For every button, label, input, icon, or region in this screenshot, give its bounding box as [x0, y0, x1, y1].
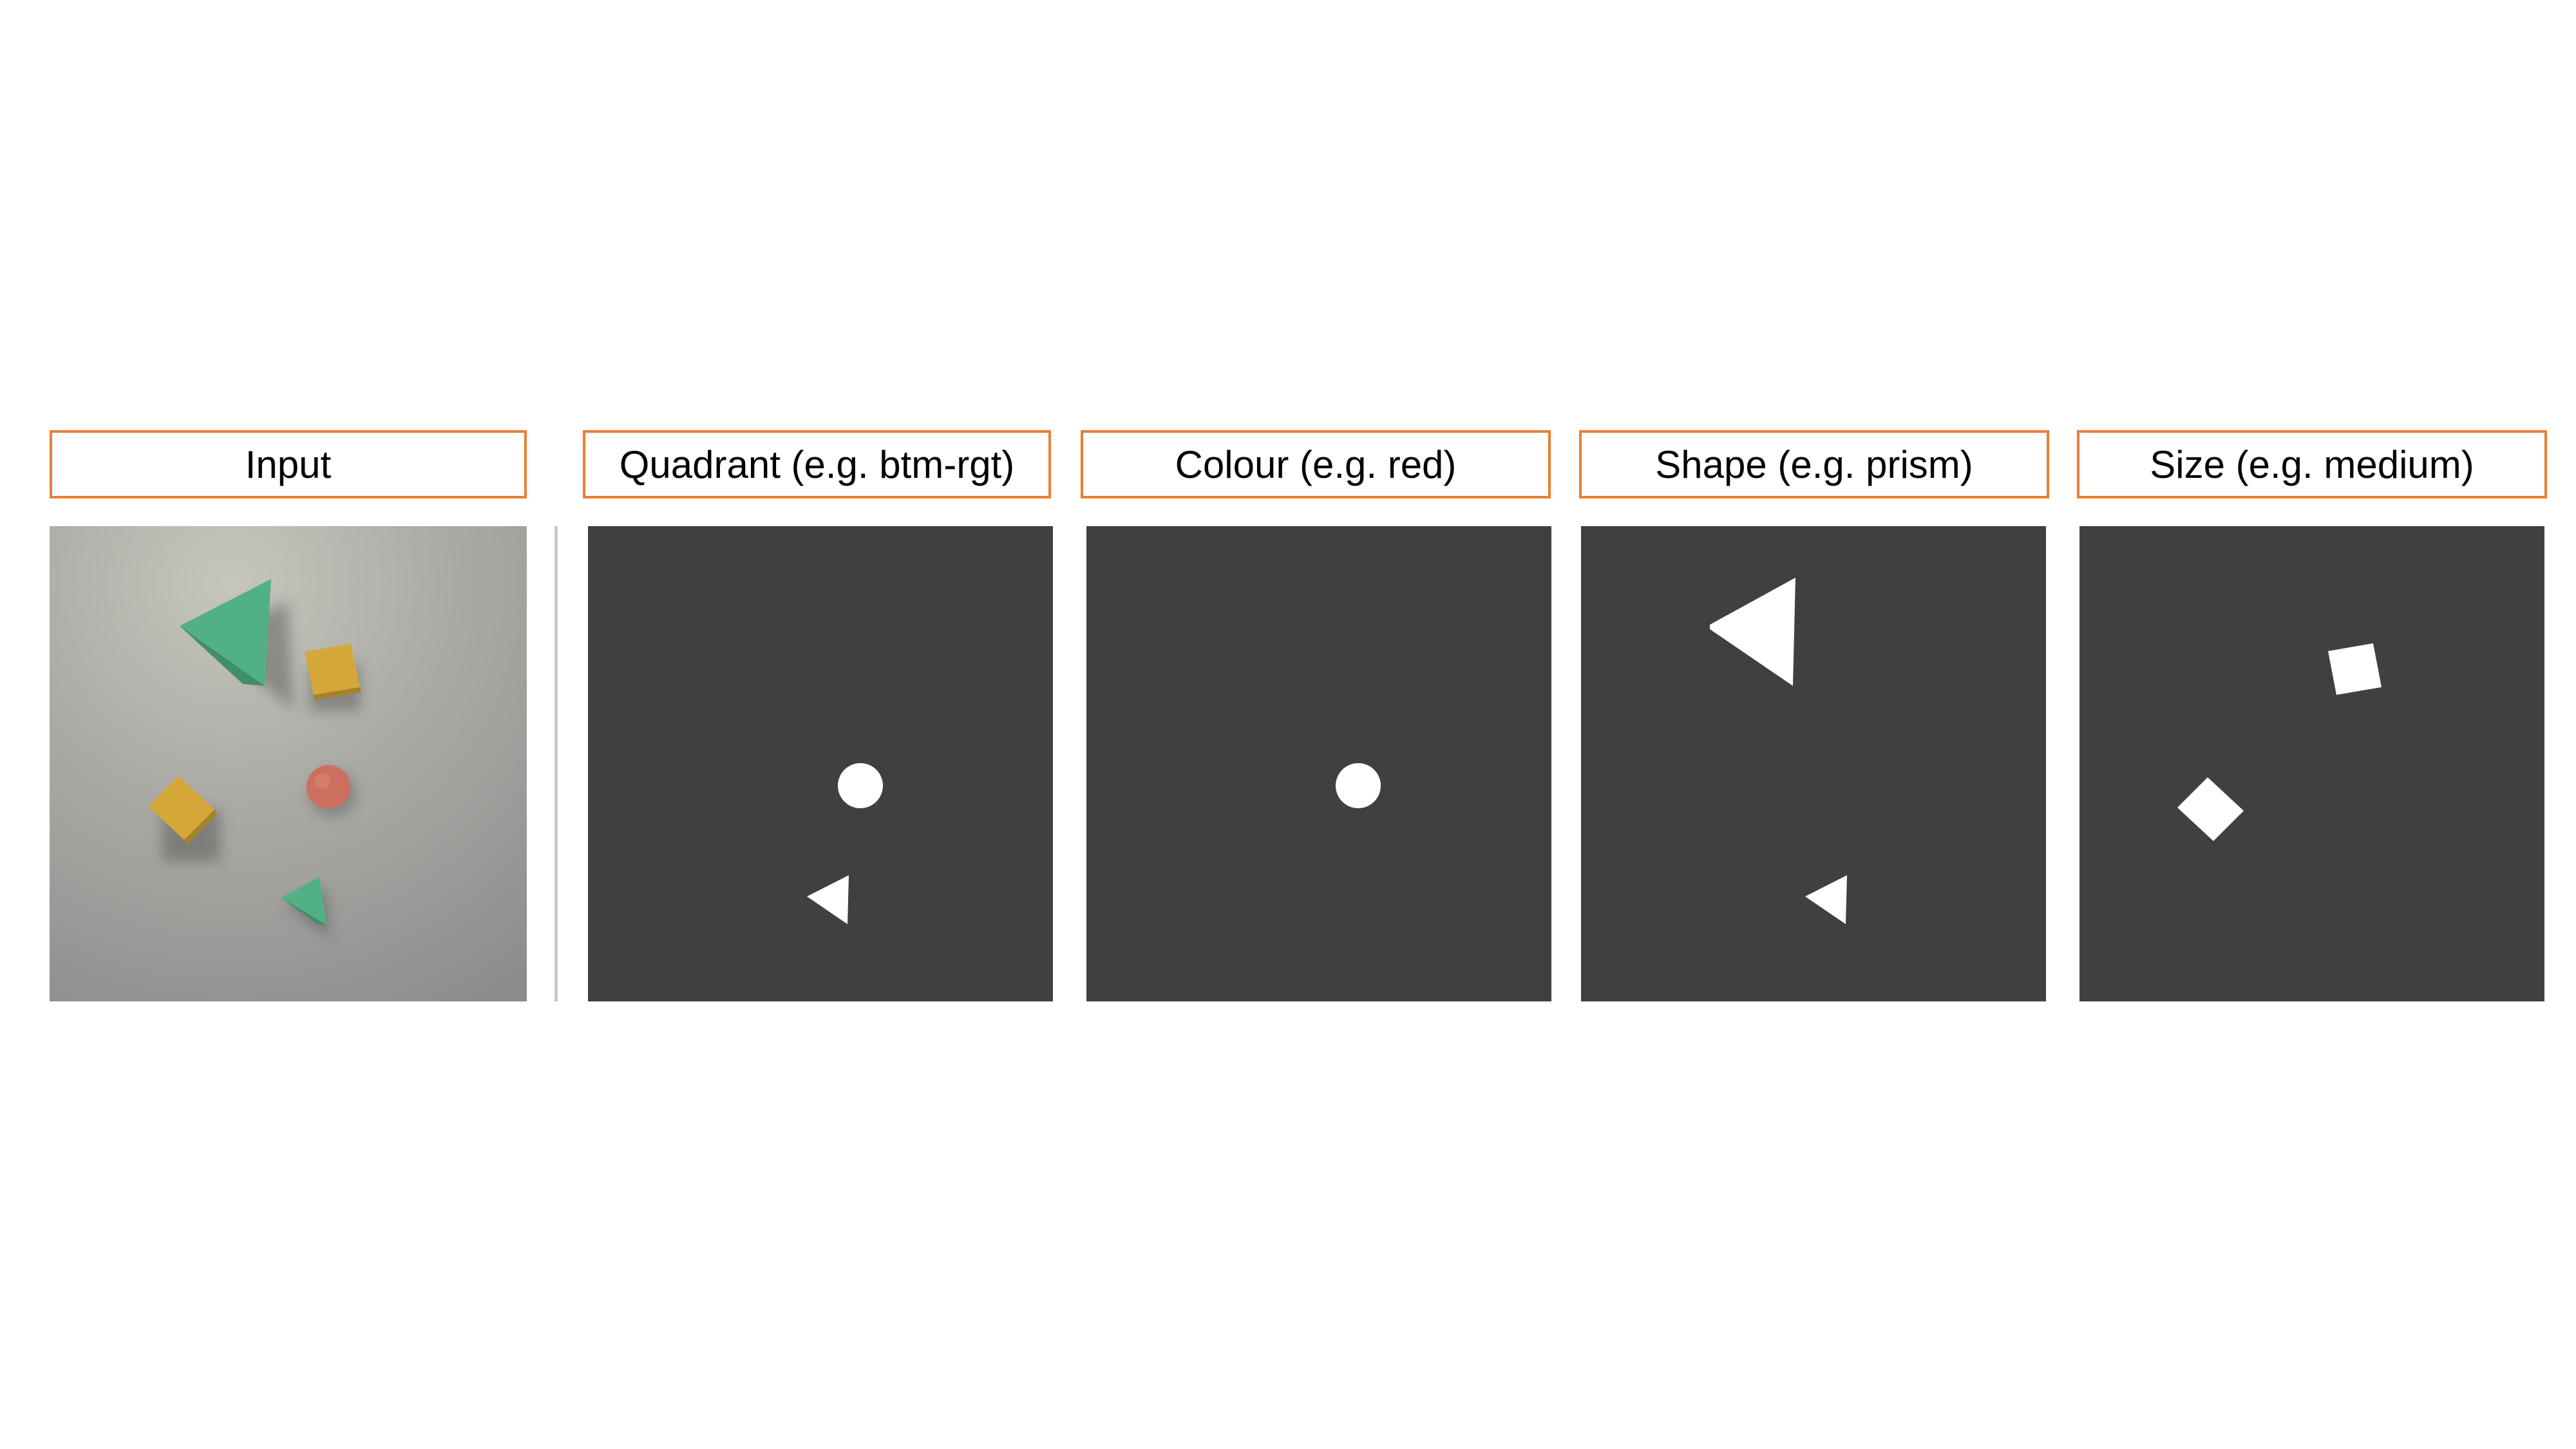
triangle-mask-icon — [807, 875, 849, 924]
green-prism-icon — [281, 877, 330, 938]
diamond-mask-icon — [2328, 643, 2382, 695]
red-sphere-icon — [307, 765, 356, 817]
label-size: Size (e.g. medium) — [2077, 430, 2547, 498]
label-quadrant: Quadrant (e.g. btm-rgt) — [583, 430, 1051, 498]
mask-shape — [1581, 526, 2046, 1001]
yellow-cube-icon — [148, 776, 220, 861]
input-scene — [50, 526, 527, 1001]
circle-mask-icon — [1336, 763, 1381, 808]
input-image — [50, 526, 527, 1001]
circle-mask-icon — [838, 763, 883, 808]
yellow-cube-icon — [305, 644, 361, 711]
mask-quadrant — [588, 526, 1053, 1001]
label-colour: Colour (e.g. red) — [1081, 430, 1551, 498]
green-prism-icon — [180, 579, 293, 710]
label-input: Input — [50, 430, 527, 498]
triangle-mask-icon — [1805, 875, 1847, 924]
mask-colour — [1086, 526, 1551, 1001]
triangle-mask-icon — [1710, 578, 1795, 686]
label-shape: Shape (e.g. prism) — [1579, 430, 2049, 498]
divider — [554, 526, 558, 1001]
diamond-mask-icon — [2177, 777, 2244, 841]
mask-size — [2079, 526, 2544, 1001]
